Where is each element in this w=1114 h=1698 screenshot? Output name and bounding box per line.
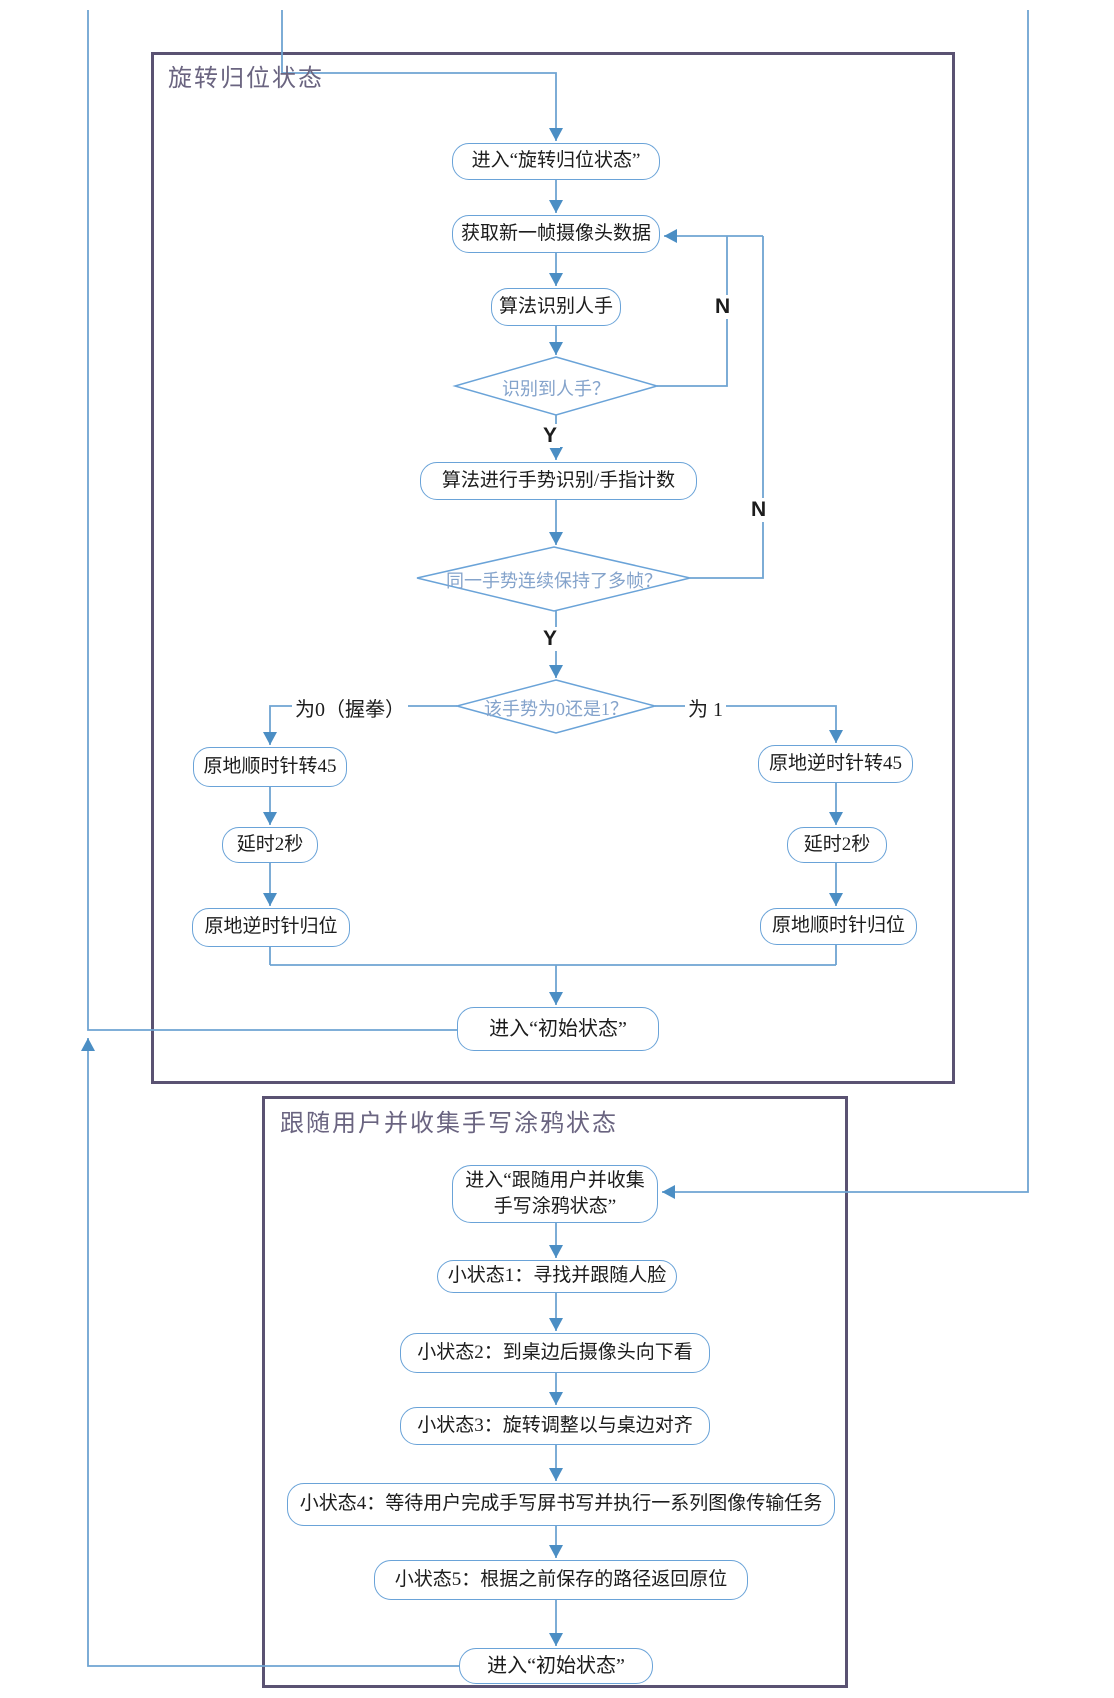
label-yes-1: Y [540,424,561,448]
node-recognize-hand: 算法识别人手 [491,288,621,326]
edge-frames-no [690,236,764,579]
rotation-home-state-box [151,52,955,1084]
node-enter-initial-state-bottom: 进入“初始状态” [459,1648,653,1684]
node-substate4-wait-writing-transfer: 小状态4：等待用户完成手写屏书写并执行一系列图像传输任务 [287,1483,835,1526]
diamond-label-gesture-zero-one: 该手势为0还是1？ [484,699,628,719]
edge-top-initial-exit [87,10,457,1031]
label-branch-one: 为 1 [685,693,726,722]
enter-follow-line1: 进入“跟随用户并收集 [465,1170,645,1192]
diamond-label-hand-detected: 识别到人手？ [502,379,610,399]
label-branch-zero-fist: 为0（握拳） [292,693,408,722]
node-substate5-return-saved-path: 小状态5：根据之前保存的路径返回原位 [374,1560,748,1600]
node-capture-frame: 获取新一帧摄像头数据 [452,215,660,253]
node-enter-rotation-state: 进入“旋转归位状态” [452,143,660,180]
node-cw-return-home: 原地顺时针归位 [760,908,917,945]
node-enter-follow-collect-state: 进入“跟随用户并收集 手写涂鸦状态” [452,1165,658,1223]
label-yes-2: Y [540,627,561,651]
label-no-2: N [748,498,770,522]
node-substate2-camera-look-down: 小状态2：到桌边后摄像头向下看 [400,1333,710,1373]
diamond-gesture-zero-one [454,679,658,734]
rotation-home-state-title: 旋转归位状态 [168,66,324,92]
diamond-label-gesture-frames: 同一手势连续保持了多帧？ [446,571,662,591]
follow-user-state-box [262,1096,848,1688]
diamond-gesture-frames [416,546,691,612]
edge-branch1 [655,705,843,743]
node-delay-2s-left: 延时2秒 [222,827,318,863]
edge-entry-bottom-box [662,10,1029,1199]
edge-entry-top-box [281,10,563,141]
enter-follow-line2: 手写涂鸦状态” [493,1196,617,1217]
edge-bottom-initial-exit [81,1038,468,1667]
edge-merge-branches [269,945,837,966]
follow-user-state-title: 跟随用户并收集手写涂鸦状态 [280,1111,618,1137]
node-enter-initial-state-top: 进入“初始状态” [457,1007,659,1051]
diamond-hand-detected [452,356,660,416]
node-rotate-ccw-45: 原地逆时针转45 [758,745,913,783]
label-no-1: N [712,295,734,319]
node-gesture-finger-count: 算法进行手势识别/手指计数 [420,462,697,500]
node-substate1-find-follow-face: 小状态1：寻找并跟随人脸 [437,1260,677,1293]
edge-hand-no [657,236,728,387]
node-substate3-align-table-edge: 小状态3：旋转调整以与桌边对齐 [400,1407,710,1445]
node-rotate-cw-45: 原地顺时针转45 [193,747,347,787]
node-ccw-return-home: 原地逆时针归位 [192,908,350,947]
node-delay-2s-right: 延时2秒 [787,827,887,863]
